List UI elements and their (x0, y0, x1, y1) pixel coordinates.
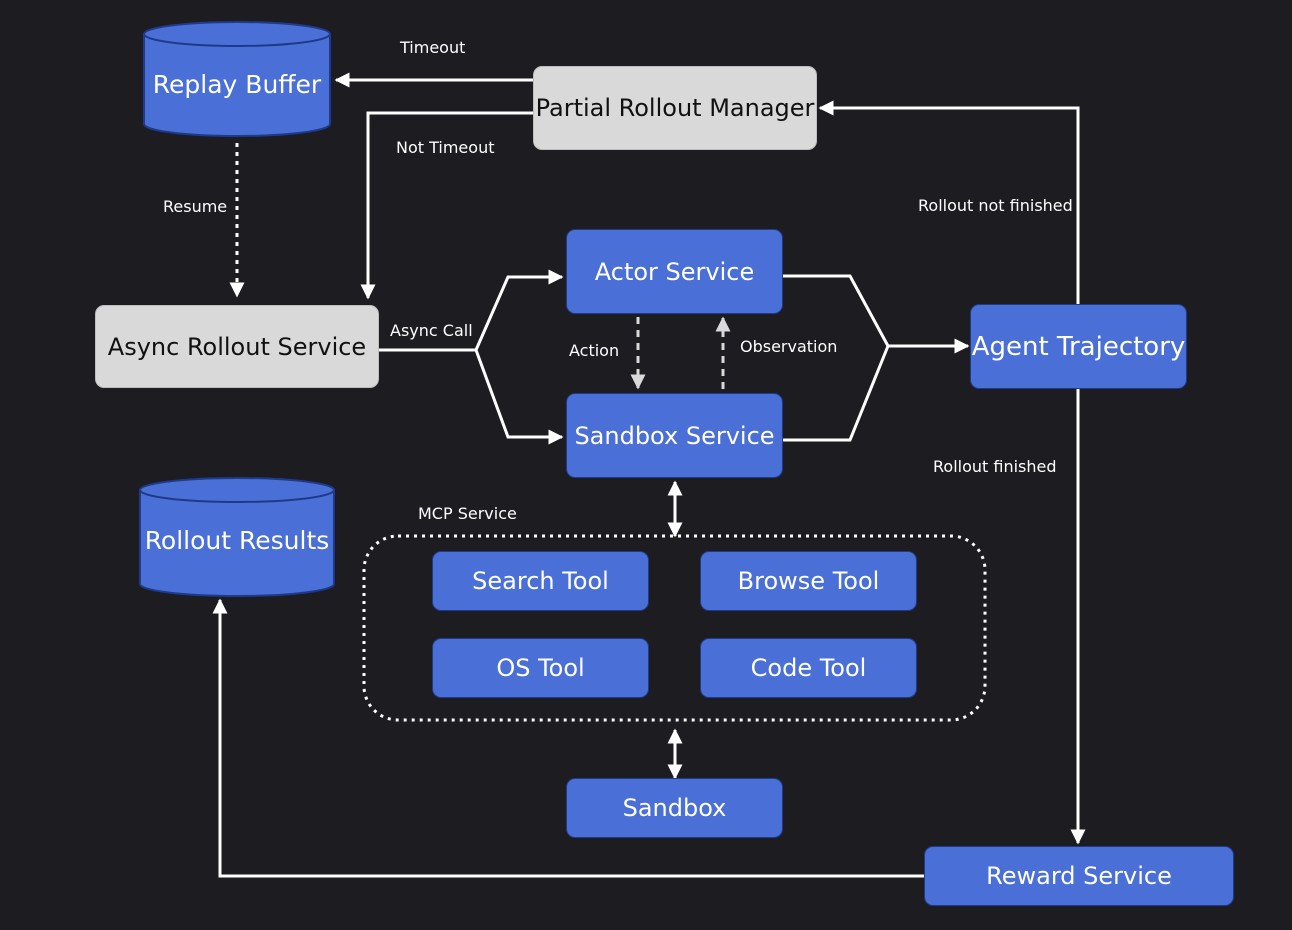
search-tool-node: Search Tool (432, 551, 649, 611)
edge-reward-to-results (212, 598, 924, 878)
rollout-results-node: Rollout Results (137, 474, 337, 598)
edge-async-to-actor (474, 269, 564, 351)
edge-sandbox-to-merge (783, 345, 890, 442)
os-tool-node: OS Tool (432, 638, 649, 698)
label-rollout-not-finished: Rollout not finished (918, 196, 1073, 215)
agent-trajectory-node: Agent Trajectory (970, 304, 1187, 389)
label-resume: Resume (163, 197, 228, 216)
database-icon (139, 477, 335, 597)
browse-tool-node: Browse Tool (700, 551, 917, 611)
async-rollout-service-node: Async Rollout Service (95, 305, 379, 388)
label-mcp-service: MCP Service (418, 504, 517, 523)
replay-buffer-node: Replay Buffer (141, 18, 333, 138)
sandbox-node: Sandbox (566, 778, 783, 838)
reward-service-node: Reward Service (924, 846, 1234, 906)
database-icon (143, 21, 331, 137)
replay-buffer-label: Replay Buffer (152, 70, 322, 99)
label-observation: Observation (740, 337, 838, 356)
label-not-timeout: Not Timeout (396, 138, 495, 157)
label-timeout: Timeout (400, 38, 466, 57)
sandbox-service-node: Sandbox Service (566, 393, 783, 478)
actor-service-node: Actor Service (566, 229, 783, 314)
edge-not-timeout (360, 111, 533, 300)
edge-rollout-not-finished (818, 100, 1080, 304)
label-action: Action (569, 341, 620, 360)
mcp-service-group (362, 534, 987, 722)
edge-async-to-sandbox (474, 349, 564, 445)
partial-rollout-manager-node: Partial Rollout Manager (533, 66, 817, 150)
label-rollout-finished: Rollout finished (933, 457, 1057, 476)
code-tool-node: Code Tool (700, 638, 917, 698)
rollout-results-label: Rollout Results (144, 526, 330, 555)
label-async-call: Async Call (390, 321, 473, 340)
edge-actor-to-merge (783, 274, 890, 347)
